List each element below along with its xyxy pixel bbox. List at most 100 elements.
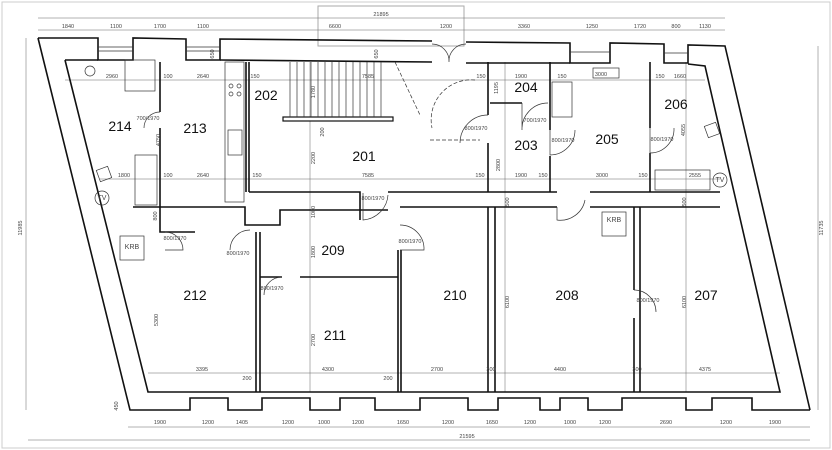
radiator-icon — [592, 67, 620, 79]
tv-label: TV — [98, 195, 107, 202]
toilet-icon — [84, 65, 96, 77]
dimension-label: 2640 — [197, 74, 209, 80]
dimension-label: 7585 — [362, 74, 374, 80]
dimension-label: 500 — [505, 197, 511, 206]
dimension-label: 1660 — [674, 74, 686, 80]
dimension-label: 800/1970 — [552, 138, 575, 144]
dimension-label: 650 — [374, 49, 380, 58]
dimension-label: 1200 — [720, 420, 732, 426]
dimension-label: 1000 — [564, 420, 576, 426]
room-205: 205 — [595, 131, 619, 147]
dimension-label: 7585 — [362, 173, 374, 179]
dimension-label: 800/1970 — [651, 137, 674, 143]
dim-overall-left: 11985 — [18, 221, 24, 236]
room-204: 204 — [514, 79, 538, 95]
room-211: 211 — [324, 327, 347, 343]
dimension-label: 500 — [682, 197, 688, 206]
room-210: 210 — [443, 287, 467, 303]
dimension-label: 1405 — [236, 420, 248, 426]
dimension-label: 4300 — [322, 367, 334, 373]
exterior-walls — [37, 37, 811, 411]
dimension-label: 100 — [163, 74, 172, 80]
dimension-label: 3000 — [596, 173, 608, 179]
fireplace-icon — [119, 235, 145, 261]
dimension-label: 700/1970 — [524, 118, 547, 124]
stove-icon — [551, 81, 573, 118]
bathtub-icon-206 — [654, 169, 711, 191]
dimension-label: 1840 — [62, 24, 74, 30]
dimension-label: 4055 — [681, 124, 687, 136]
room-214: 214 — [108, 118, 132, 134]
dimension-label: 1100 — [110, 24, 122, 30]
dimension-label: 1720 — [634, 24, 646, 30]
dimension-label: 2555 — [689, 173, 701, 179]
dimension-label: 2960 — [106, 74, 118, 80]
dimension-label: 800/1970 — [465, 126, 488, 132]
bathtub-icon — [134, 154, 158, 206]
dimension-label: 3395 — [196, 367, 208, 373]
dimension-label: 6100 — [505, 296, 511, 308]
dimension-label: 1700 — [154, 24, 166, 30]
dimension-label: 1200 — [599, 420, 611, 426]
dimension-label: 1100 — [197, 24, 209, 30]
dimension-label: 1650 — [397, 420, 409, 426]
dimension-label: 3000 — [595, 72, 607, 78]
staircase — [282, 43, 480, 141]
room-207: 207 — [694, 287, 718, 303]
dimension-label: 150 — [655, 74, 664, 80]
room-212: 212 — [183, 287, 207, 303]
dimension-label: 1780 — [311, 86, 317, 98]
dimension-label: 1200 — [282, 420, 294, 426]
washing-machine-icon — [95, 165, 113, 183]
washbasin-icon — [703, 121, 721, 139]
room-labels: 214 213 202 201 204 203 205 206 209 212 … — [108, 79, 718, 343]
dimension-label: 4400 — [554, 367, 566, 373]
dimension-label: 2800 — [496, 159, 502, 171]
dimension-label: 1130 — [699, 24, 711, 30]
room-209: 209 — [321, 242, 345, 258]
dimension-label: 1650 — [486, 420, 498, 426]
tv-icon-206 — [712, 172, 728, 188]
room-208: 208 — [555, 287, 579, 303]
dimension-label: 1000 — [311, 206, 317, 218]
door-swings — [143, 102, 675, 313]
dimension-label: 150 — [250, 74, 259, 80]
dimension-label: 1800 — [118, 173, 130, 179]
dimension-label: 6600 — [329, 24, 341, 30]
dimension-label: 200 — [383, 376, 392, 382]
dimension-label: 300 — [486, 367, 495, 373]
room-213: 213 — [183, 120, 207, 136]
dimension-label: 1200 — [202, 420, 214, 426]
room-202: 202 — [254, 87, 278, 103]
dimension-label: 800/1970 — [637, 298, 660, 304]
shower-icon — [124, 59, 156, 92]
dimension-label: 4750 — [156, 134, 162, 146]
dimension-label: 1200 — [442, 420, 454, 426]
dimension-label: 2690 — [660, 420, 672, 426]
dimension-label: 800 — [671, 24, 680, 30]
dimension-label: 800/1970 — [227, 251, 250, 257]
dimension-label: 2640 — [197, 173, 209, 179]
room-203: 203 — [514, 137, 538, 153]
dimension-label: 1900 — [515, 173, 527, 179]
dimension-label: 700/1970 — [137, 116, 160, 122]
dimension-label: 2700 — [311, 334, 317, 346]
dimension-label: 1200 — [352, 420, 364, 426]
dimension-label: 150 — [638, 173, 647, 179]
dimension-label: 1800 — [311, 246, 317, 258]
fireplace-label: KRB — [125, 244, 140, 251]
dimension-label: 200 — [320, 127, 326, 136]
fixtures: TV TV KRB KRB — [84, 59, 728, 261]
dim-overall-right: 11735 — [819, 221, 825, 236]
fireplace-label-208: KRB — [607, 217, 622, 224]
dim-overall-bottom: 21595 — [459, 434, 474, 440]
dimension-label: 150 — [476, 74, 485, 80]
dimension-label: 1195 — [494, 82, 500, 94]
dimension-label: 450 — [114, 401, 120, 410]
tv-icon — [94, 190, 110, 206]
